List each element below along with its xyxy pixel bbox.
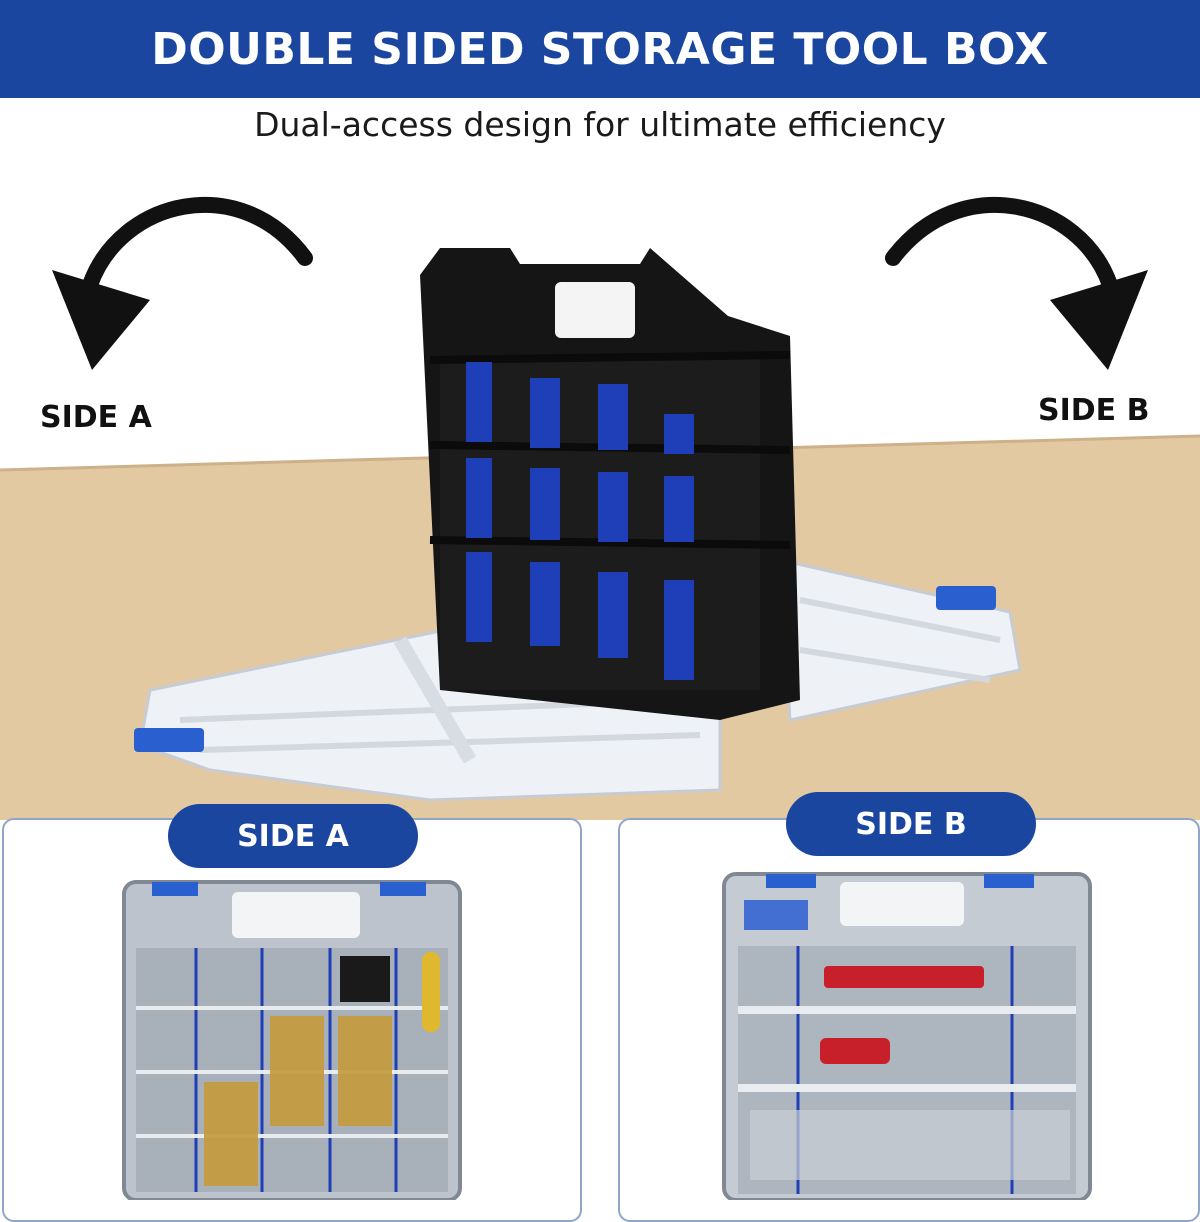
- side-b-organizer-image: [722, 872, 1092, 1200]
- page-subtitle: Dual-access design for ultimate efficien…: [254, 105, 946, 144]
- curved-arrow-right-icon: [885, 196, 1118, 293]
- side-b-panel: SIDE B: [618, 792, 1200, 1222]
- side-a-organizer-image: [122, 880, 462, 1200]
- side-b-label: SIDE B: [1038, 393, 1150, 428]
- side-a-pill: SIDE A: [168, 804, 418, 868]
- lid-latch-left: [134, 728, 204, 752]
- clear-lid-right: [778, 558, 1022, 722]
- page-title: DOUBLE SIDED STORAGE TOOL BOX: [151, 23, 1049, 75]
- side-a-label: SIDE A: [40, 400, 152, 435]
- lid-latch-right: [936, 586, 996, 610]
- header-banner: DOUBLE SIDED STORAGE TOOL BOX: [0, 0, 1200, 98]
- case-handle-opening: [555, 282, 635, 338]
- side-b-pill: SIDE B: [786, 792, 1036, 856]
- curved-arrow-left-icon: [82, 197, 313, 293]
- side-a-panel: SIDE A: [2, 804, 582, 1222]
- hero-product-image: [0, 196, 1200, 820]
- black-case: [420, 248, 800, 720]
